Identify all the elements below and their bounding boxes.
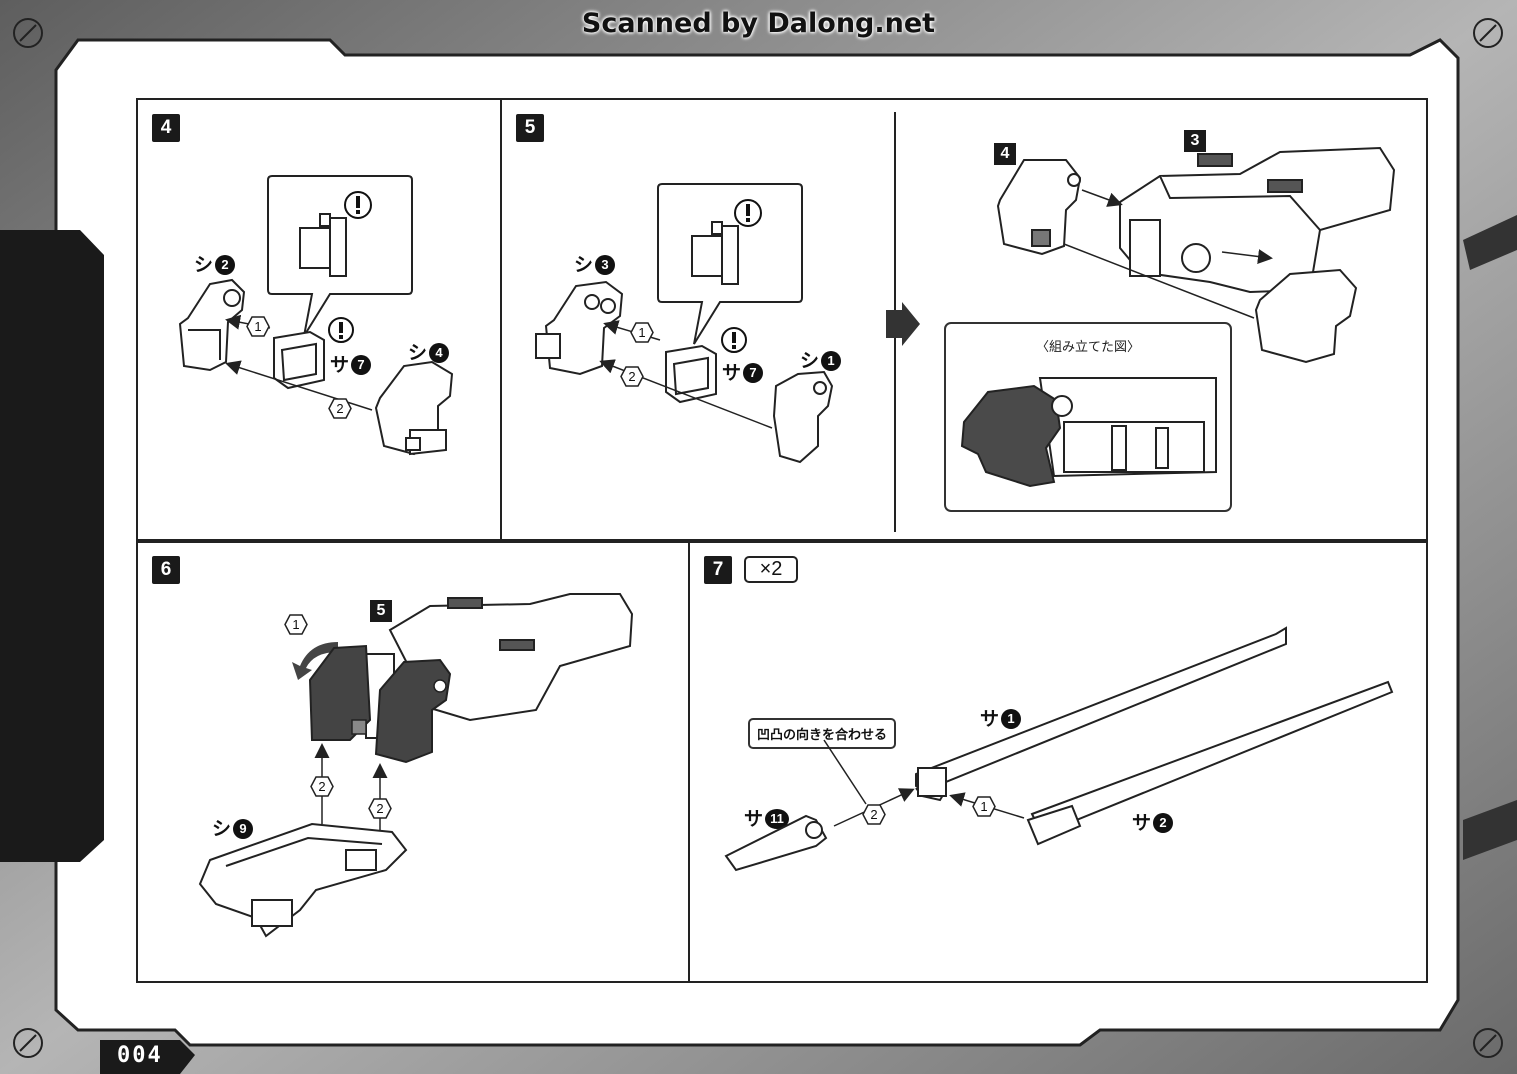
order-marker: 1 — [284, 614, 308, 635]
exclamation-icon — [734, 199, 762, 227]
step4-parts-drawing — [178, 278, 454, 456]
alignment-note: 凹凸の向きを合わせる — [748, 718, 897, 749]
arrow-right-icon — [886, 302, 920, 346]
subassembly-tag-3: 3 — [1184, 130, 1206, 152]
step5-callout — [657, 183, 803, 345]
subassembly-tag-5: 5 — [370, 600, 392, 622]
order-marker: 2 — [862, 804, 886, 825]
exclamation-icon — [328, 317, 354, 343]
order-marker: 1 — [630, 322, 654, 343]
step-number-7: 7 — [704, 556, 732, 584]
order-marker: 2 — [620, 366, 644, 387]
exclamation-icon — [721, 327, 747, 353]
completed-view-box — [944, 322, 1232, 512]
subassembly-tag-4: 4 — [994, 143, 1016, 165]
order-marker: 2 — [310, 776, 334, 797]
step4-callout — [267, 175, 413, 337]
quantity-multiplier: ×2 — [744, 556, 798, 583]
page-number: 004 — [117, 1043, 163, 1068]
order-marker: 2 — [328, 398, 352, 419]
order-marker: 2 — [368, 798, 392, 819]
step6-base-part-drawing — [198, 743, 408, 938]
exclamation-icon — [344, 191, 372, 219]
watermark-text: Scanned by Dalong.net — [581, 8, 936, 39]
step-number-6: 6 — [152, 556, 180, 584]
curved-arrow-icon — [292, 642, 338, 680]
order-marker: 1 — [246, 316, 270, 337]
step5-assembly-drawing — [996, 146, 1396, 364]
step6-assembly-drawing — [308, 593, 634, 764]
panel-step-7 — [688, 541, 1428, 983]
step-number-5: 5 — [516, 114, 544, 142]
step-number-4: 4 — [152, 114, 180, 142]
step5-parts-drawing — [535, 280, 834, 464]
order-marker: 1 — [972, 796, 996, 817]
completed-view-caption: 〈組み立てた図〉 — [1036, 340, 1141, 355]
step7-parts-drawing — [724, 626, 1394, 872]
